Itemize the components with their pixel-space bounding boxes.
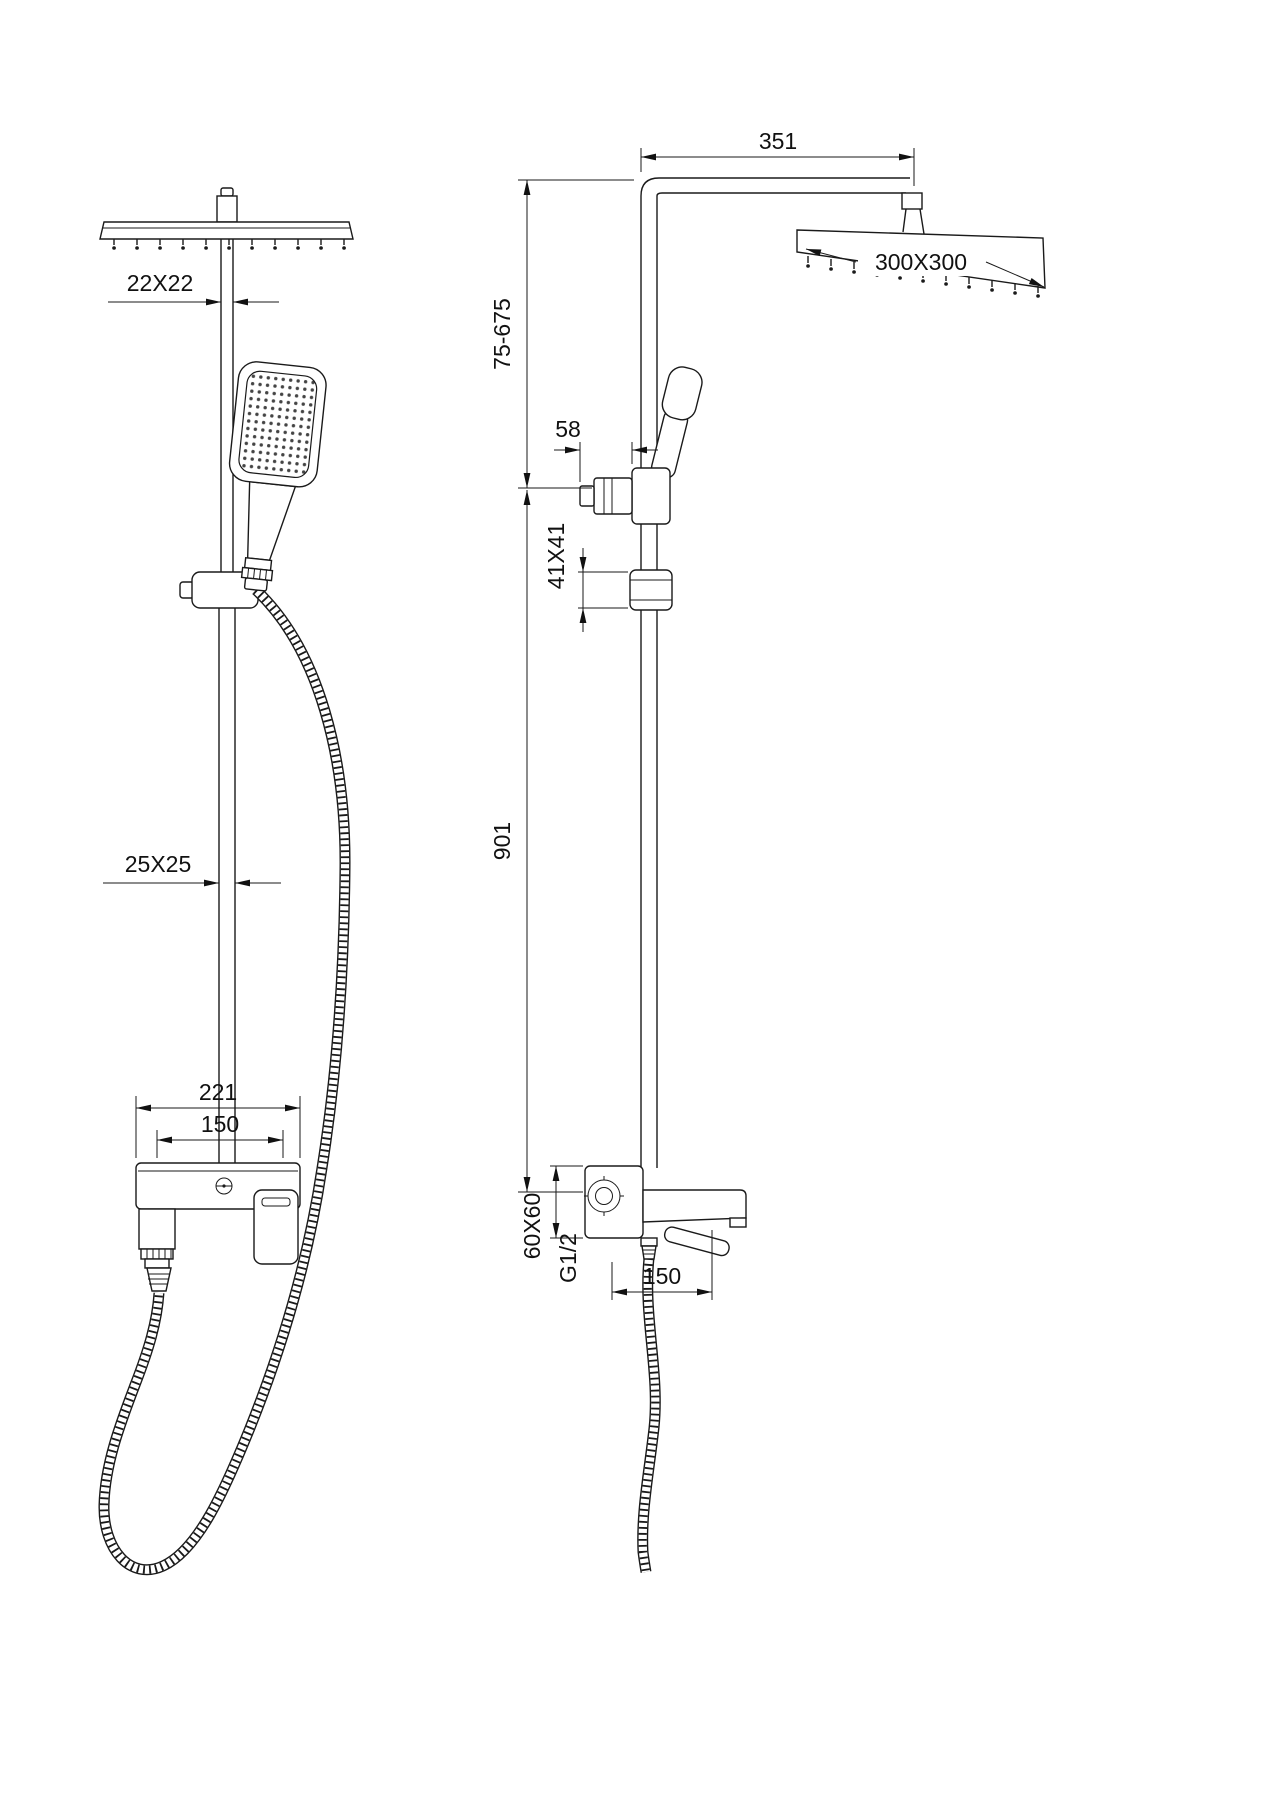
- slider-bracket-side: [629, 569, 673, 611]
- slider-bracket-front: [179, 571, 259, 609]
- thread-label: G1/2: [555, 1233, 581, 1283]
- dim-60x60: 60X60: [519, 1165, 583, 1260]
- knob-cap: [579, 485, 595, 507]
- shower-hose-side: [637, 1257, 661, 1573]
- mixer-body: [584, 1165, 644, 1239]
- dim-slider-size-label: 41X41: [543, 523, 569, 590]
- dim-22x22: 22X22: [108, 270, 279, 306]
- overhead-shower-front: [99, 221, 354, 250]
- spout: [642, 1189, 747, 1223]
- riser-pipe-side: [640, 177, 925, 1168]
- front-view: 22X22 25X25 221 150: [98, 187, 354, 1576]
- dim-901: 901: [489, 490, 583, 1193]
- dim-mixer-width-label: 221: [199, 1079, 237, 1105]
- dim-351: 351: [640, 128, 915, 186]
- dim-300x300: 300X300: [805, 248, 1045, 288]
- dim-pole-length-label: 901: [489, 822, 515, 860]
- mixer-handle: [253, 1189, 299, 1265]
- dim-25x25: 25X25: [103, 851, 281, 887]
- dim-spout-reach-label: 150: [643, 1263, 681, 1289]
- hand-shower-front: [228, 361, 327, 592]
- holder-knob-side: [579, 467, 671, 525]
- dim-holder-depth-label: 58: [555, 416, 581, 442]
- dim-150-side: 150: [611, 1230, 713, 1300]
- nozzle-ticks: [113, 239, 345, 245]
- hand-shower-side: [650, 366, 703, 479]
- dim-head-size-label: 300X300: [875, 249, 967, 275]
- side-view: 351 75-675 300X300 58 41X41: [489, 128, 1046, 1573]
- mixer-outlet: [138, 1208, 176, 1250]
- dim-mixer-spacing-label: 150: [201, 1111, 239, 1137]
- dim-221: 221: [135, 1079, 301, 1158]
- label-g12: G1/2: [555, 1233, 581, 1283]
- mixer-side: [584, 1165, 747, 1260]
- dim-upper-pipe-label: 22X22: [127, 270, 194, 296]
- riser-pipe-front: [216, 187, 238, 1163]
- dim-arm-length-label: 351: [759, 128, 797, 154]
- mixer-front: [135, 1162, 301, 1292]
- arm-connector: [901, 192, 923, 210]
- hand-shower-handle: [246, 480, 297, 561]
- hose-nut: [641, 1245, 657, 1260]
- holder-bracket: [631, 467, 671, 525]
- dim-main-pipe-label: 25X25: [125, 851, 192, 877]
- dim-150-front: 150: [156, 1111, 284, 1158]
- dim-body-size-label: 60X60: [519, 1193, 545, 1260]
- dim-75-675: 75-675: [489, 179, 634, 489]
- dim-41x41: 41X41: [543, 523, 628, 632]
- hand-shower-head: [661, 366, 703, 421]
- dim-height-range-label: 75-675: [489, 298, 515, 370]
- shower-hose-front: [98, 585, 351, 1576]
- mixer-handle: [663, 1226, 730, 1257]
- dim-58: 58: [554, 416, 658, 482]
- spray-face: [238, 370, 318, 479]
